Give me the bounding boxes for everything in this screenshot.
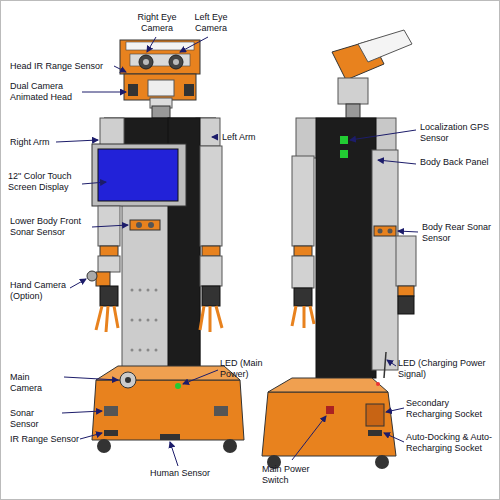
part-label: Human Sensor bbox=[150, 468, 214, 479]
part-label: Localization GPS Sensor bbox=[420, 122, 492, 144]
part-label: LED (Charging Power Signal) bbox=[398, 358, 494, 380]
part-label: Lower Body Front Sonar Sensor bbox=[10, 216, 92, 238]
part-label: Main Camera bbox=[10, 372, 64, 394]
part-label: 12" Color Touch Screen Display bbox=[8, 171, 82, 193]
part-label: Secondary Recharging Socket bbox=[406, 398, 490, 420]
part-label: Left Arm bbox=[222, 132, 272, 143]
part-label: Dual Camera Animated Head bbox=[10, 81, 82, 103]
part-label: Right Arm bbox=[10, 137, 56, 148]
part-label: Body Rear Sonar Sensor bbox=[422, 222, 494, 244]
part-label: IR Range Sensor bbox=[10, 434, 80, 445]
part-label: Body Back Panel bbox=[420, 157, 492, 168]
part-label: Left Eye Camera bbox=[188, 12, 234, 34]
part-label: Auto-Docking & Auto-Recharging Socket bbox=[406, 432, 494, 454]
part-label: Hand Camera (Option) bbox=[10, 280, 70, 302]
part-label: Sonar Sensor bbox=[10, 408, 62, 430]
part-label: Head IR Range Sensor bbox=[10, 61, 114, 72]
part-label: LED (Main Power) bbox=[220, 358, 272, 380]
part-label: Right Eye Camera bbox=[132, 12, 182, 34]
part-label: Main Power Switch bbox=[262, 464, 322, 486]
